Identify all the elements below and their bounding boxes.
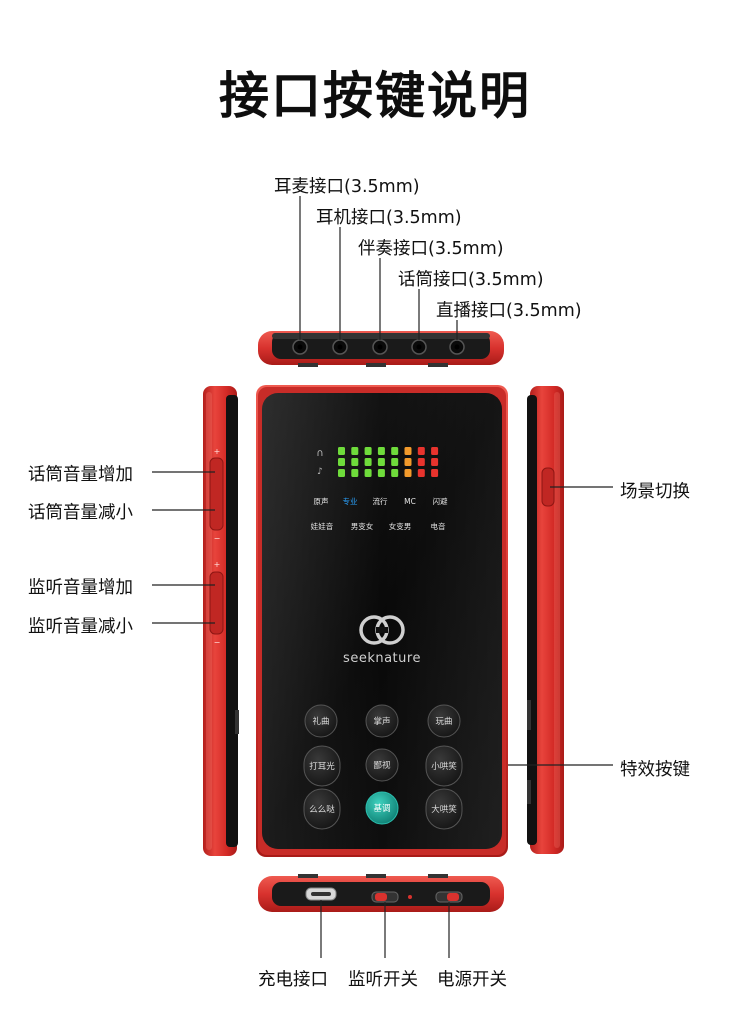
headset-port-label: 耳麦接口(3.5mm) — [274, 177, 420, 197]
svg-text:掌声: 掌声 — [373, 716, 390, 727]
meter-segment — [404, 469, 412, 477]
meter-segment — [364, 447, 372, 455]
svg-text:基调: 基调 — [373, 803, 390, 814]
bottom-edge-view — [258, 874, 504, 912]
meter-segment — [377, 458, 385, 466]
meter-segment — [417, 447, 425, 455]
meter-segment — [417, 469, 425, 477]
effect-keys-label: 特效按键 — [620, 760, 690, 780]
meter-segment — [338, 458, 345, 466]
svg-text:♪: ♪ — [317, 467, 323, 477]
svg-text:+: + — [214, 447, 221, 456]
svg-text:+: + — [214, 560, 221, 569]
meter-segment — [338, 447, 345, 455]
right-side-view — [527, 386, 564, 854]
pad-row2: 打耳光 鄙视 小哄笑 — [303, 745, 463, 787]
meter-segment — [404, 458, 412, 466]
svg-text:−: − — [214, 534, 221, 543]
level-meter — [338, 447, 439, 477]
microphone-port-label: 话筒接口(3.5mm) — [398, 270, 544, 290]
svg-text:打耳光: 打耳光 — [309, 761, 335, 772]
bottom-callout-lines — [320, 900, 450, 958]
meter-segment — [377, 447, 385, 455]
meter-segment — [391, 447, 399, 455]
svg-text:小哄笑: 小哄笑 — [431, 761, 457, 772]
mode-labels: 原声 专业 流行 MC 闪避 娃娃音 男变女 女变男 电音 — [311, 496, 448, 531]
meter-segment — [391, 469, 399, 477]
svg-text:鄙视: 鄙视 — [373, 760, 391, 771]
svg-text:∩: ∩ — [316, 448, 323, 459]
meter-segment — [431, 469, 439, 477]
front-view: ∩ ♪ 原声 专业 流行 MC 闪避 娃娃音 男变女 女变男 电音 seekna… — [256, 385, 508, 857]
meter-segment — [377, 469, 385, 477]
effect-pads: 礼曲 掌声 玩曲 打耳光 鄙视 小哄笑 么么哒 基调 大哄笑 — [303, 704, 463, 830]
power-switch-label: 电源开关 — [437, 970, 507, 990]
accompaniment-port-label: 伴奏接口(3.5mm) — [358, 239, 504, 259]
meter-segment — [351, 469, 359, 477]
mode-label: 流行 — [373, 496, 388, 506]
pad-row1: 礼曲 掌声 玩曲 — [304, 704, 461, 738]
mic-volume-down-label: 话筒音量减小 — [28, 503, 133, 523]
meter-segment — [351, 458, 359, 466]
svg-text:大哄笑: 大哄笑 — [431, 804, 457, 815]
scene-switch-label: 场景切换 — [620, 482, 690, 502]
headphone-port-label: 耳机接口(3.5mm) — [316, 208, 462, 228]
meter-segment — [364, 469, 372, 477]
svg-text:么么哒: 么么哒 — [309, 804, 335, 815]
monitor-switch-label: 监听开关 — [348, 970, 418, 990]
mode-label: 娃娃音 — [311, 521, 334, 531]
meter-segment — [391, 458, 399, 466]
left-side-view: + − + − — [203, 386, 239, 856]
mode-label: 闪避 — [433, 496, 448, 506]
pad-row3: 么么哒 基调 大哄笑 — [303, 788, 463, 830]
meter-segment — [431, 458, 439, 466]
page-title: 接口按键说明 — [219, 67, 531, 125]
mode-label: 电音 — [431, 521, 446, 531]
meter-segment — [431, 447, 439, 455]
top-callout-lines — [299, 196, 458, 340]
meter-segment — [404, 447, 412, 455]
mode-label: MC — [404, 497, 416, 506]
meter-segment — [417, 458, 425, 466]
svg-text:玩曲: 玩曲 — [435, 716, 452, 727]
monitor-volume-down-label: 监听音量减小 — [28, 617, 133, 637]
brand-logo — [359, 615, 405, 645]
brand-name: seeknature — [343, 651, 421, 666]
meter-segment — [338, 469, 345, 477]
meter-segment — [351, 447, 359, 455]
monitor-volume-up-label: 监听音量增加 — [28, 578, 133, 598]
left-callout-lines — [152, 471, 215, 624]
top-edge-view — [258, 331, 504, 367]
livestream-port-label: 直播接口(3.5mm) — [436, 301, 582, 321]
mic-volume-up-label: 话筒音量增加 — [28, 465, 133, 485]
meter-segment — [364, 458, 372, 466]
mode-label: 原声 — [314, 496, 329, 506]
svg-text:−: − — [214, 638, 221, 647]
port-jacks — [292, 339, 465, 355]
charging-port-label: 充电接口 — [258, 970, 328, 990]
svg-text:礼曲: 礼曲 — [312, 716, 329, 727]
mode-label-active: 专业 — [343, 496, 358, 506]
mode-label: 女变男 — [389, 521, 412, 531]
mode-label: 男变女 — [351, 521, 374, 531]
